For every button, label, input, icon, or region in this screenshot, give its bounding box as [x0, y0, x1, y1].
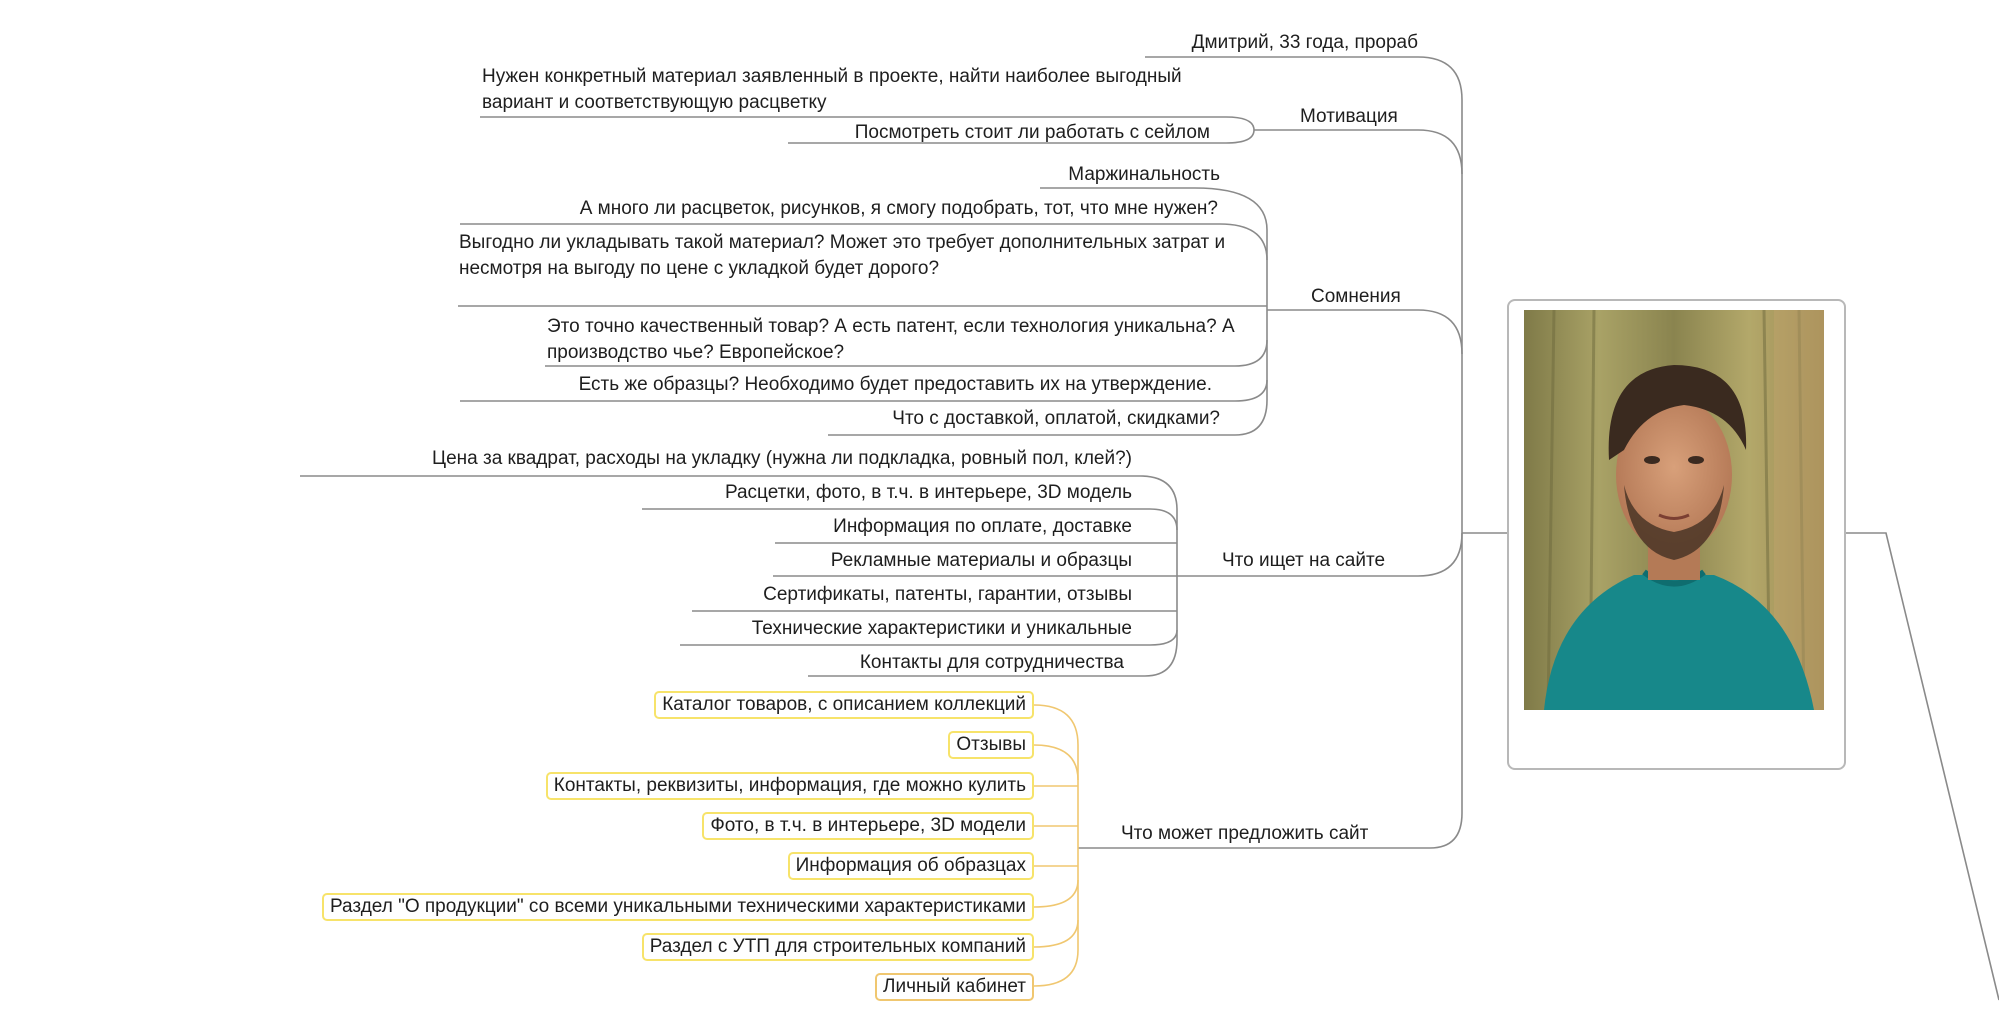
doubts-item-6[interactable]: Что с доставкой, оплатой, скидками? — [828, 406, 1220, 432]
searches-item-3[interactable]: Информация по оплате, доставке — [775, 514, 1132, 540]
branch-doubts-label[interactable]: Сомнения — [1311, 284, 1401, 310]
persona-photo-frame[interactable] — [1507, 299, 1846, 770]
doubts-item-3[interactable]: Выгодно ли укладывать такой материал? Мо… — [459, 230, 1239, 282]
offers-item-5[interactable]: Информация об образцах — [788, 852, 1034, 880]
offers-item-6[interactable]: Раздел "О продукции" со всеми уникальным… — [322, 893, 1034, 921]
offers-item-2[interactable]: Отзывы — [948, 731, 1034, 759]
persona-photo — [1524, 310, 1824, 710]
doubts-item-1[interactable]: Маржинальность — [1040, 162, 1220, 188]
branch-offers-label[interactable]: Что может предложить сайт — [1121, 821, 1368, 847]
branch-underline-doubts — [1300, 310, 1462, 354]
motivation-item-2[interactable]: Посмотреть стоит ли работать с сейлом — [788, 120, 1210, 146]
searches-item-5[interactable]: Сертификаты, патенты, гарантии, отзывы — [692, 582, 1132, 608]
offers-item-3[interactable]: Контакты, реквизиты, информация, где мож… — [546, 772, 1034, 800]
searches-item-2[interactable]: Расцетки, фото, в т.ч. в интерьере, 3D м… — [642, 480, 1132, 506]
doubts-item-2[interactable]: А много ли расцветок, рисунков, я смогу … — [462, 196, 1218, 222]
offers-item-1[interactable]: Каталог товаров, с описанием коллекций — [654, 691, 1034, 719]
offers-item-4[interactable]: Фото, в т.ч. в интерьере, 3D модели — [702, 812, 1034, 840]
searches-item-7[interactable]: Контакты для сотрудничества — [808, 650, 1124, 676]
searches-item-1[interactable]: Цена за квадрат, расходы на укладку (нуж… — [300, 446, 1132, 472]
doubts-item-5[interactable]: Есть же образцы? Необходимо будет предос… — [462, 372, 1212, 398]
motivation-item-1[interactable]: Нужен конкретный материал заявленный в п… — [482, 64, 1227, 116]
branch-motivation-label[interactable]: Мотивация — [1300, 104, 1398, 130]
offers-item-7[interactable]: Раздел с УТП для строительных компаний — [642, 933, 1034, 961]
offers-item-8[interactable]: Личный кабинет — [875, 973, 1034, 1001]
searches-item-6[interactable]: Технические характеристики и уникальные — [680, 616, 1132, 642]
branch-underline-motivation — [1285, 130, 1462, 174]
branch-searches-label[interactable]: Что ищет на сайте — [1222, 548, 1385, 574]
searches-item-4[interactable]: Рекламные материалы и образцы — [773, 548, 1132, 574]
photo-outgoing-line — [1842, 533, 1999, 1000]
doubts-item-4[interactable]: Это точно качественный товар? А есть пат… — [547, 314, 1237, 366]
root-node-label[interactable]: Дмитрий, 33 года, прораб — [1145, 30, 1418, 56]
